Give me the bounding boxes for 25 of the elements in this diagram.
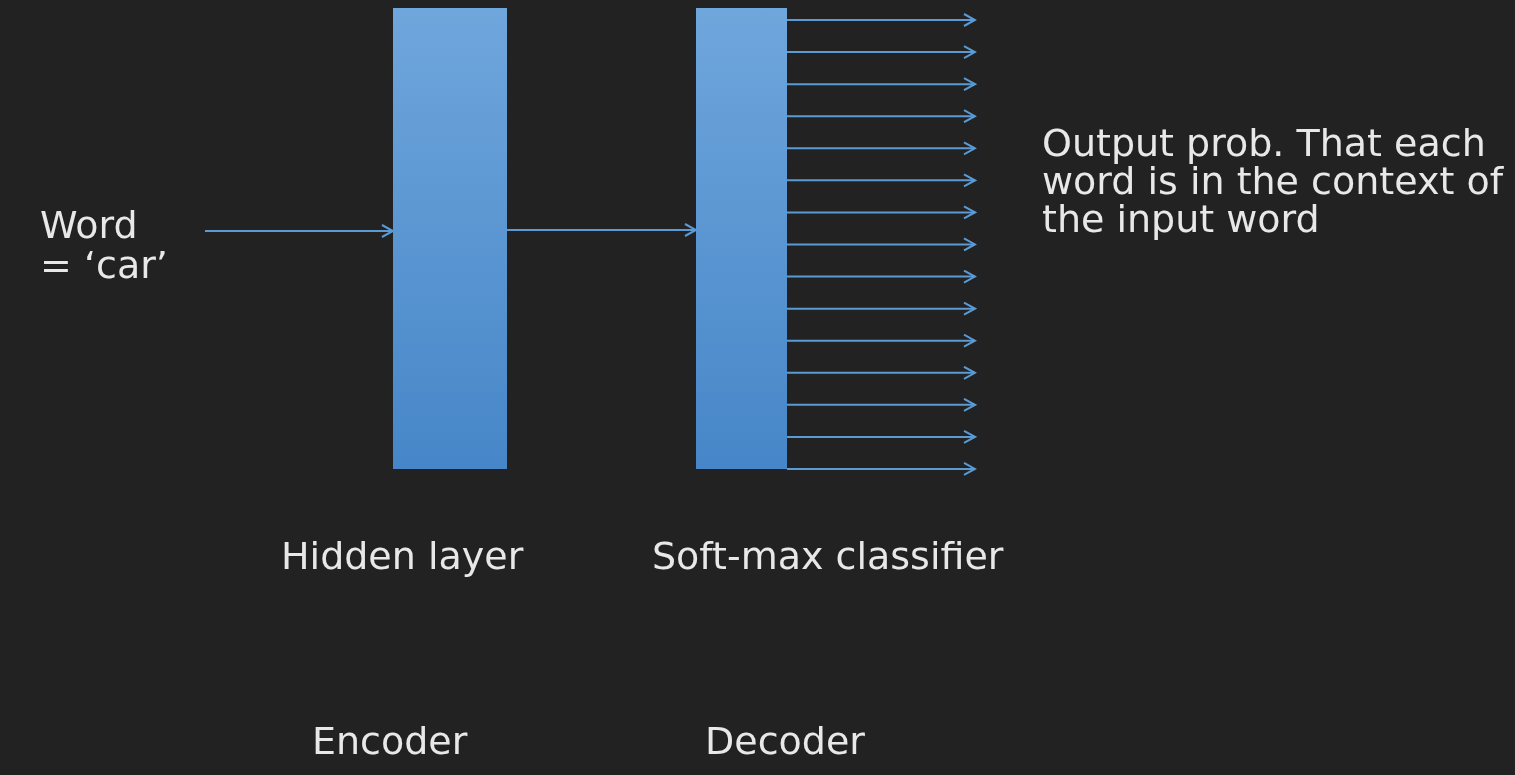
arrow [204, 224, 394, 238]
layer-bar [696, 8, 787, 469]
arrow [786, 13, 976, 27]
arrow [786, 365, 976, 380]
arrow [786, 301, 976, 316]
arrow [786, 109, 976, 124]
arrow [786, 205, 976, 220]
arrow [786, 333, 976, 348]
arrow [786, 45, 976, 60]
section-caption: Decoder [705, 722, 866, 760]
layer-caption: Soft-max classifier [652, 536, 1004, 576]
arrow [786, 77, 976, 92]
layer-caption: Hidden layer [281, 536, 524, 576]
arrow [786, 397, 976, 412]
arrow [786, 429, 976, 444]
section-caption: Encoder [312, 722, 469, 760]
arrow [506, 223, 697, 237]
input-word-text: Word = ‘car’ [40, 205, 205, 285]
output-description: Output prob. That each word is in the context of the input word [1042, 124, 1505, 238]
layer-bar [393, 8, 507, 469]
arrow [786, 269, 976, 284]
arrow [786, 173, 976, 188]
arrow [786, 462, 976, 476]
arrow [786, 237, 976, 252]
arrow [786, 141, 976, 156]
